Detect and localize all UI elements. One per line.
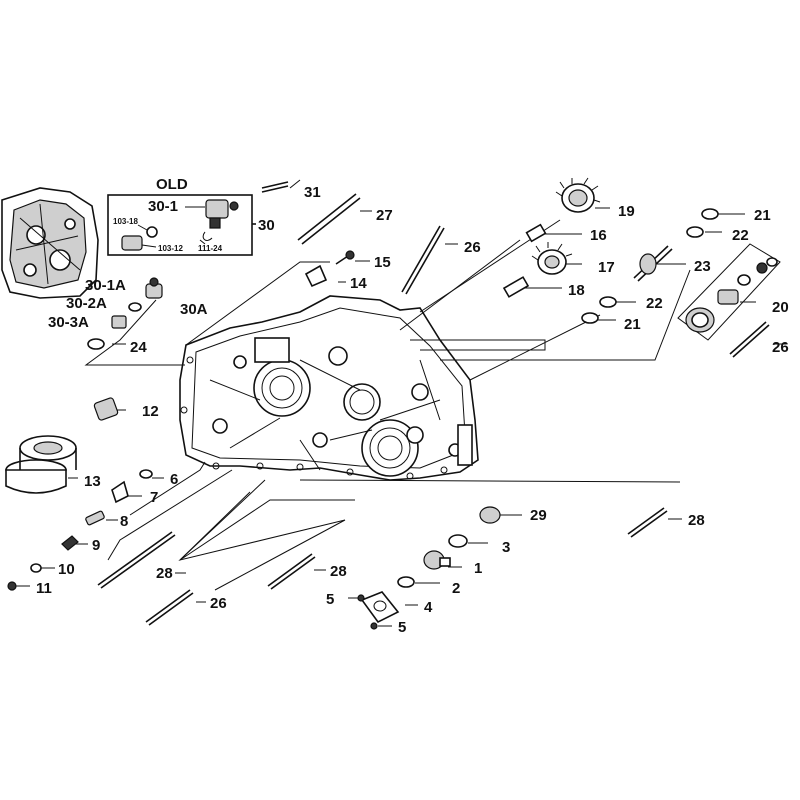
part-21-oring-bottom: [581, 312, 599, 324]
callout-13: 13: [84, 473, 101, 490]
callout-26-bottom: 26: [210, 595, 227, 612]
callout-26-right: 26: [772, 339, 789, 356]
part-20-pump-assembly: [677, 243, 781, 341]
part-29-bushing: [479, 506, 501, 524]
part-22-oring-bottom: [599, 296, 617, 308]
callout-28-middle: 28: [330, 563, 347, 580]
callout-30-2a: 30-2A: [66, 295, 107, 312]
callout-30-1a: 30-1A: [85, 277, 126, 294]
callout-19: 19: [618, 203, 635, 220]
part-16-pin: [525, 223, 547, 243]
callout-20: 20: [772, 299, 789, 316]
old-code-1: 103-18: [113, 217, 138, 226]
callout-28-left: 28: [156, 565, 173, 582]
callout-8: 8: [120, 513, 128, 530]
callout-4: 4: [424, 599, 433, 616]
part-6-washer: [139, 469, 153, 479]
callout-1: 1: [474, 560, 482, 577]
studs: [97, 181, 770, 626]
callout-14: 14: [350, 275, 367, 292]
callout-17: 17: [598, 259, 615, 276]
callout-labels: 31 27 26 15 14 30-1A 30-2A 30-3A 30A 24 …: [36, 184, 789, 636]
part-5-screw-bottom: [370, 622, 378, 630]
part-30-2a-washer: [128, 302, 142, 312]
part-19-gear: [555, 177, 601, 213]
old-item-label: 30-1: [148, 198, 178, 215]
callout-23: 23: [694, 258, 711, 275]
part-22-oring-top: [686, 226, 704, 238]
callout-3: 3: [502, 539, 510, 556]
callout-21-bottom: 21: [624, 316, 641, 333]
callout-10: 10: [58, 561, 75, 578]
callout-22-bottom: 22: [646, 295, 663, 312]
callout-24: 24: [130, 339, 147, 356]
callout-29: 29: [530, 507, 547, 524]
callout-21-top: 21: [754, 207, 771, 224]
part-12-sleeve: [93, 397, 119, 421]
part-5-screw-top: [357, 594, 365, 602]
part-2-oring: [397, 576, 415, 588]
part-14-bracket: [304, 264, 328, 288]
part-7-clip: [111, 480, 129, 504]
callout-28-right: 28: [688, 512, 705, 529]
callout-30-3a: 30-3A: [48, 314, 89, 331]
callout-22-top: 22: [732, 227, 749, 244]
part-24-oring: [87, 338, 105, 350]
old-code-3: 111-24: [198, 244, 223, 253]
callout-16: 16: [590, 227, 607, 244]
callout-18: 18: [568, 282, 585, 299]
callout-31: 31: [304, 184, 321, 201]
callout-6: 6: [170, 471, 178, 488]
callout-5-bottom: 5: [398, 619, 406, 636]
old-box-title: OLD: [156, 176, 188, 193]
engine-thumbnail: [1, 187, 99, 299]
callout-15: 15: [374, 254, 391, 271]
part-8-valve: [85, 510, 105, 526]
callout-30a: 30A: [180, 301, 208, 318]
part-3-oring: [448, 534, 468, 548]
part-30-1a-sensor: [145, 277, 163, 299]
callout-9: 9: [92, 537, 100, 554]
part-23-pump-shaft: [633, 245, 673, 282]
part-13-oil-filter: [5, 435, 77, 494]
part-30-3a-plug: [111, 315, 127, 329]
old-parts-box: OLD 30-1 103-18 103-12 111-24 30: [107, 176, 275, 256]
callout-11: 11: [36, 580, 52, 597]
part-4-plate: [360, 591, 400, 624]
part-11-bolt: [7, 581, 17, 591]
old-plug-part: [121, 235, 157, 251]
callout-2: 2: [452, 580, 460, 597]
crankcase: [179, 295, 479, 481]
part-15-bolt: [335, 250, 355, 265]
callout-26: 26: [464, 239, 481, 256]
part-17-gear: [531, 242, 573, 275]
callout-12: 12: [142, 403, 159, 420]
part-21-oring-top: [701, 208, 719, 220]
part-18-shaft: [502, 276, 530, 298]
old-code-2: 103-12: [158, 244, 183, 253]
old-washer-part: [137, 224, 158, 238]
old-sensor-part: [202, 199, 239, 241]
part-10-washer: [30, 563, 42, 573]
old-box-ref: 30: [258, 217, 275, 234]
part-1-cap: [423, 550, 451, 570]
callout-5-top: 5: [326, 591, 334, 608]
callout-7: 7: [150, 489, 158, 506]
part-9-spring: [61, 535, 79, 551]
callout-27: 27: [376, 207, 393, 224]
